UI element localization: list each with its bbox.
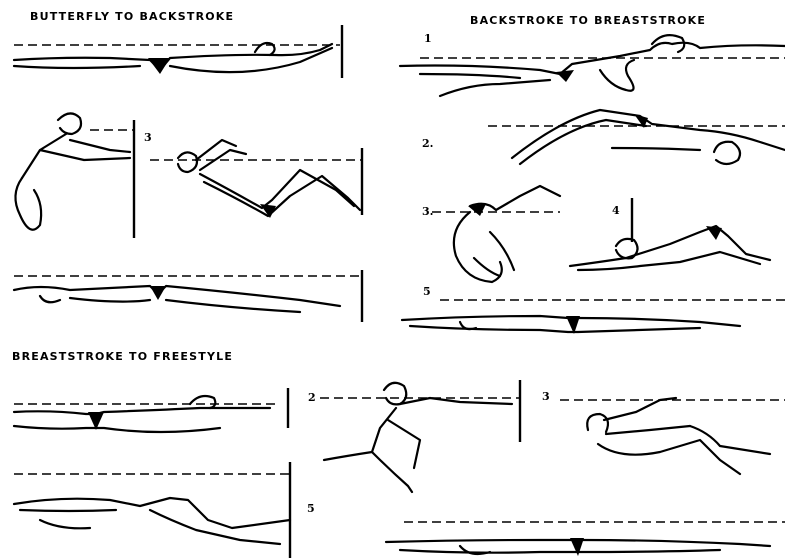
butterfly-to-backstroke-glide-figure [14, 270, 362, 322]
breaststroke-approach-figure [14, 388, 288, 432]
backstroke-push-off-figure [150, 140, 362, 218]
butterfly-swimmer-wall-touch-figure [15, 113, 134, 238]
breaststroke-push-off-figure [570, 198, 770, 270]
backstroke-flip-turn-figure [432, 186, 560, 282]
freestyle-push-off-figure [560, 398, 785, 474]
freestyle-glide-figure [386, 522, 785, 556]
freestyle-kick-figure [14, 462, 290, 558]
butterfly-swimmer-gliding-figure [14, 25, 342, 78]
backstroke-approach-figure [400, 35, 785, 96]
backstroke-roll-figure [488, 110, 785, 164]
breaststroke-wall-touch-figure [320, 380, 520, 492]
breaststroke-glide-figure [402, 300, 785, 334]
